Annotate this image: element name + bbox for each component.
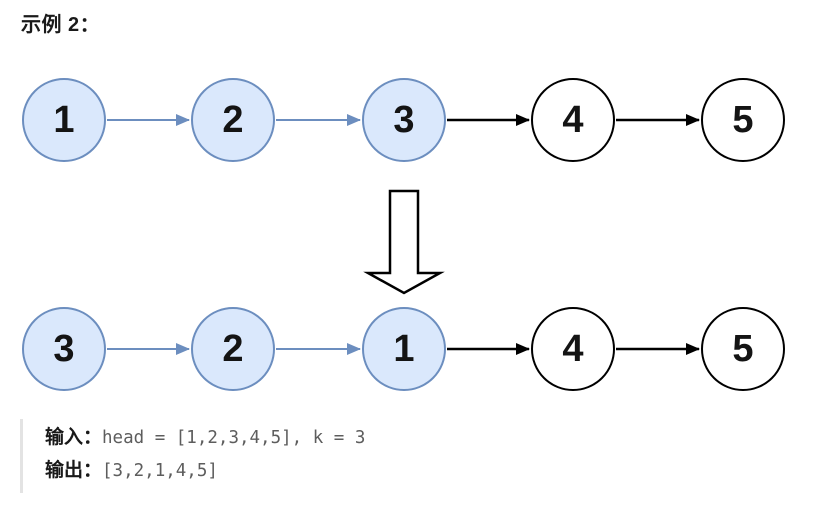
list-node: 4: [531, 307, 615, 391]
example-title: 示例 2：: [21, 14, 101, 36]
list-node: 2: [191, 78, 275, 162]
input-line: 输入：head = [1,2,3,4,5], k = 3: [45, 422, 805, 455]
list-node: 5: [701, 307, 785, 391]
list-node: 1: [362, 307, 446, 391]
down-arrow-icon: [363, 189, 445, 295]
node-value: 4: [562, 98, 584, 141]
node-value: 3: [53, 327, 75, 370]
node-value: 5: [732, 327, 754, 370]
list-node: 2: [191, 307, 275, 391]
list-node: 3: [362, 78, 446, 162]
list-node: 5: [701, 78, 785, 162]
input-value: head = [1,2,3,4,5], k = 3: [102, 428, 366, 448]
node-value: 4: [562, 327, 584, 370]
node-value: 5: [732, 98, 754, 141]
node-value: 3: [393, 98, 415, 141]
input-label: 输入：: [45, 427, 103, 448]
node-value: 1: [393, 327, 415, 370]
output-value: [3,2,1,4,5]: [102, 461, 218, 481]
output-line: 输出：[3,2,1,4,5]: [45, 455, 805, 488]
example-io-block: 输入：head = [1,2,3,4,5], k = 3 输出：[3,2,1,4…: [20, 419, 805, 493]
list-node: 1: [22, 78, 106, 162]
output-label: 输出：: [45, 460, 103, 481]
node-value: 1: [53, 98, 75, 141]
node-value: 2: [222, 98, 244, 141]
node-value: 2: [222, 327, 244, 370]
list-node: 3: [22, 307, 106, 391]
list-node: 4: [531, 78, 615, 162]
